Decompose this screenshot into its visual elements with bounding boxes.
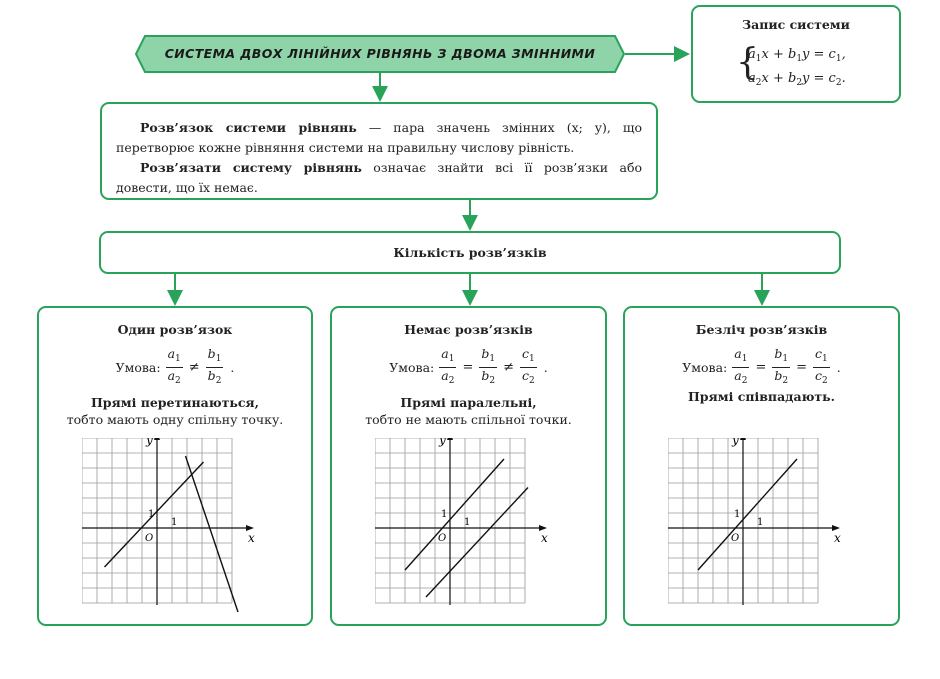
- x-axis-label: x: [248, 531, 255, 545]
- graph-intersecting: x yO 1 1: [82, 438, 255, 613]
- unit-y-label: 1: [441, 509, 447, 520]
- graph-coincident: x yO 1 1: [668, 438, 841, 605]
- card-title: Немає розв’язків: [404, 322, 533, 337]
- equation-2: a2x + b2y = c2.: [748, 71, 846, 88]
- card-description: Прямі співпадають.: [687, 389, 835, 404]
- x-axis-arrow-icon: [246, 525, 254, 531]
- x-axis-label: x: [541, 531, 548, 545]
- diagram-title: СИСТЕМА ДВОХ ЛІНІЙНИХ РІВНЯНЬ З ДВОМА ЗМ…: [164, 46, 596, 61]
- card-title: Один розв’язок: [117, 322, 233, 337]
- definition-solve: Розв’язати систему рівнянь означає знайт…: [116, 160, 642, 195]
- equation-1: a1x + b1y = c1,: [748, 47, 846, 64]
- solutions-count-label: Кількість розв’язків: [393, 245, 547, 260]
- function-line: [103, 461, 205, 568]
- y-axis-arrow-icon: [447, 438, 453, 440]
- y-axis-label: y: [438, 438, 446, 447]
- system-equations: { a1x + b1y = c1, a2x + b2y = c2.: [736, 42, 846, 93]
- x-axis-arrow-icon: [832, 525, 840, 531]
- y-axis-label: y: [731, 438, 739, 447]
- definition-solution: Розв’язок системи рівнянь — пара значень…: [116, 120, 642, 155]
- x-axis-arrow-icon: [539, 525, 547, 531]
- function-line: [404, 458, 505, 571]
- title-banner: СИСТЕМА ДВОХ ЛІНІЙНИХ РІВНЯНЬ З ДВОМА ЗМ…: [135, 35, 625, 73]
- definition-box: Розв’язок системи рівнянь — пара значень…: [100, 102, 658, 200]
- unit-y-label: 1: [734, 509, 740, 520]
- function-line: [184, 455, 239, 613]
- function-line: [425, 487, 529, 598]
- card-description: Прямі паралельні, тобто не мають спільно…: [365, 395, 572, 427]
- system-notation-box: Запис системи { a1x + b1y = c1, a2x + b2…: [691, 5, 901, 103]
- origin-label: O: [438, 533, 446, 544]
- y-axis-arrow-icon: [154, 438, 160, 440]
- y-axis-arrow-icon: [740, 438, 746, 440]
- unit-y-label: 1: [148, 509, 154, 520]
- unit-x-label: 1: [464, 517, 470, 528]
- function-line: [697, 458, 798, 571]
- x-axis-label: x: [834, 531, 841, 545]
- solutions-count-box: Кількість розв’язків: [99, 231, 841, 274]
- y-axis-label: y: [145, 438, 153, 447]
- brace-icon: {: [736, 42, 759, 83]
- unit-x-label: 1: [171, 517, 177, 528]
- card-description: Прямі перетинаються, тобто мають одну сп…: [66, 395, 284, 427]
- origin-label: O: [731, 533, 739, 544]
- system-notation-heading: Запис системи: [742, 17, 850, 32]
- unit-x-label: 1: [757, 517, 763, 528]
- card-title: Безліч розв’язків: [695, 322, 828, 337]
- graph-parallel: x yO 1 1: [375, 438, 548, 605]
- origin-label: O: [145, 533, 153, 544]
